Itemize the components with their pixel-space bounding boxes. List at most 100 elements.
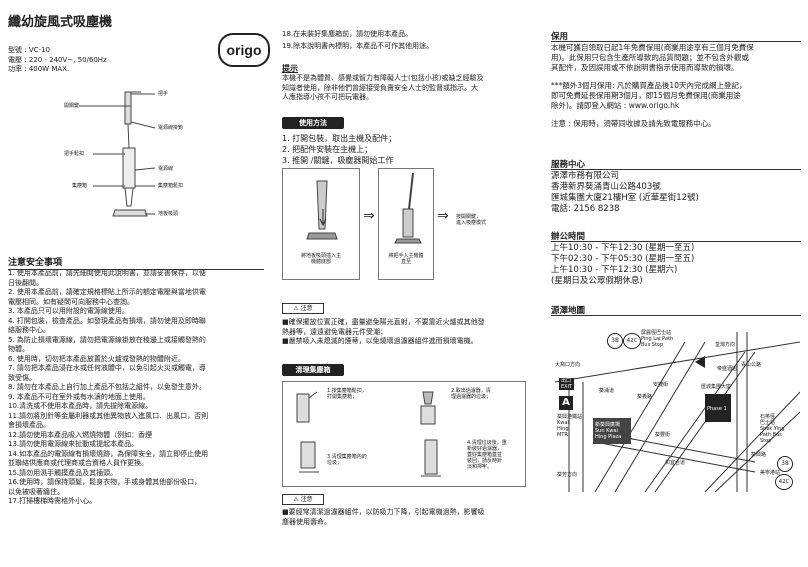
map-label: MTR — [557, 432, 568, 438]
step-text: 裝回，請反時針 — [467, 458, 503, 464]
reminder-line: 本機不是為體質、感覺或智力有障礙人士(包括小孩)或缺乏經驗及 — [282, 74, 484, 82]
exit-a-badge: A — [559, 396, 573, 410]
bus-route-38: 38 — [777, 456, 793, 472]
bus-route-42c: 42C — [775, 474, 793, 490]
safety-list: 1. 使用本產品前，請先細閱使用此說明書，並請妥善保存，以便 日後翻閱。 2. … — [8, 269, 208, 507]
list-item: 2. 使用本產品前，請確定規格標貼上所示的額定電壓與當地供電 — [8, 288, 206, 296]
spec-model: 型號 : VC-10 — [8, 46, 50, 54]
step-text: 蓋好集塵箱蓋並 — [467, 452, 503, 458]
filter-replace-illustration — [421, 439, 441, 477]
map-label: Shek Ying — [760, 426, 785, 432]
service-line: 電話: 2156 8238 — [551, 204, 620, 214]
label-grip-release: 把手鬆扣 — [64, 151, 85, 157]
extra-safety: 18.在未裝好集塵箱前，請勿使用本產品。 19.除本說明書內標明，本產品不可作其… — [282, 30, 433, 51]
warranty-heading: 保用 — [551, 30, 801, 42]
map-label: 石英徑 — [760, 414, 776, 420]
cleaning-heading: 清理集塵箱 — [282, 364, 344, 376]
map-label: Hing — [557, 426, 569, 432]
step-text: 理過濾器的垃圾； — [451, 394, 492, 400]
list-item: 10.清洗或不使用本產品時，請先拔除電源線。 — [8, 402, 153, 410]
service-line: 源澤市務有限公司 — [551, 171, 620, 181]
map-roads — [555, 332, 800, 492]
fig-caption: 將把手入主機體 — [388, 253, 424, 259]
caution-line: ■嚴禁吸入未熄滅的煙蒂，以免燒壞過濾器組件進而損壞電機。 — [282, 337, 478, 345]
dust-box-empty-illustration — [299, 441, 319, 473]
hours-rule — [551, 241, 801, 242]
product-diagram — [79, 91, 156, 217]
list-item: 5. 為防止損壞電源線，請勿把電源線掛放在稜邊上或接觸發熱的 — [8, 335, 206, 344]
list-item: 日後翻閱。 — [8, 278, 43, 287]
step-text: 3.清理集塵箱內的 — [327, 454, 367, 460]
map-rule — [551, 315, 801, 316]
caution-badge: ⚠ 注意 — [282, 303, 324, 314]
map-heading: 源澤地圖 — [551, 306, 586, 316]
usage-figure-1: 將地板吸頭插入主 機體底部 — [282, 168, 360, 280]
warranty-text: 本機可獲自領取日起1年免費保用(商業用途享有三個月免費保 用)。此保用只包含生產… — [551, 43, 754, 129]
map-label: 巴士站 — [760, 420, 776, 426]
caution-text: ■確保擺放位置正確，盡量避免陽光直射，不要靠近火爐或其他發 熱器等，遠遠避免電器… — [282, 318, 485, 347]
mtr-exit-badge: 出口 EXIT — [559, 378, 575, 390]
fig-caption: 直至 — [400, 259, 411, 265]
step-text: 打開集塵箱； — [327, 394, 358, 400]
map-label: EXIT — [561, 384, 573, 390]
map-label: 帝盛酒店 — [717, 366, 738, 372]
step-text: 2.取出過濾器，清 — [451, 388, 491, 394]
map-label: 青山公路 — [741, 362, 762, 368]
cleaning-step-4: 4.清理垃圾後，重 新裝好過濾器， 蓋好集塵箱蓋並 裝回，請反時針 淡和擰牢。 — [467, 440, 507, 470]
label-floor-nozzle: 地板吸頭 — [158, 211, 179, 217]
cleaning-step-1: 1.按集塵箱鬆扣， 打開集塵箱； — [327, 388, 367, 400]
origo-logo: origo — [218, 33, 270, 67]
spec-voltage: 電壓 : 220 - 240V~, 50/60Hz — [8, 55, 107, 64]
map-label: Stop — [760, 438, 772, 444]
service-heading: 服務中心 — [551, 160, 586, 170]
cleaning-caution-badge: ⚠ 注意 — [282, 494, 324, 505]
bus-route-42c: 42C — [623, 333, 641, 349]
handle-insert-illustration — [394, 172, 422, 244]
service-line: 匯城集團大廈21樓H室 (近華星街12號) — [551, 193, 699, 203]
note-line: 塵器使用壽命。 — [282, 517, 331, 526]
list-item: 11.請勿將別針等金屬利器或其他異物放入進風口、出風口，否則 — [8, 411, 209, 420]
map-label: Bus Stop — [641, 342, 664, 348]
step-text: 垃圾； — [327, 460, 343, 466]
map-label: 葵豐街 — [655, 432, 671, 438]
list-item: 3. 本產品只可以用附設的電源線使用。 — [8, 307, 129, 315]
list-item: 4. 打開包裝，檢查產品。如發現產品有損壞，請勿使用及即時聯 — [8, 316, 206, 325]
warranty-line: 用)。此保用只包含生產所導致的品質問題；並不包含外觀或 — [551, 53, 749, 62]
hours-line: 上午10:30 - 下午12:30 (星期一至五) — [551, 243, 695, 253]
warranty-line: 除外)。請即登入網站 : www.origo.hk — [551, 101, 680, 110]
safety-heading: 注意安全事項 — [8, 255, 264, 270]
cleaning-note: ■要經常清潔過濾器組件，以防吸力下降，引起電機過熱，影響吸 塵器使用壽命。 — [282, 508, 485, 527]
list-item: 9. 本產品不可在室外或有水濆的地面上使用。 — [8, 392, 150, 401]
service-line: 香港新界葵涌青山公路403號 — [551, 182, 661, 192]
fig-caption: 機體底部 — [310, 259, 331, 265]
caution-line: 熱器等，遠遠避免電器元件受潮； — [282, 327, 387, 336]
nozzle-attach-illustration — [306, 180, 338, 240]
hours-line: 上午10:30 - 下午12:30 (星期六) — [551, 265, 678, 275]
arrow-right-icon: ⇒ — [437, 208, 449, 224]
usage-steps: 1. 打開包裝，取出主機及配件； 2. 把配件安裝在主機上； 3. 推開 /關鍵… — [282, 133, 396, 166]
reminder-line: 知識者使用，除非他們曾經接受負責安全人士的監督或指示。大 — [282, 83, 478, 92]
bus-route-38: 38 — [607, 333, 623, 349]
reminder-line: 人應指導小孩不可把玩電器。 — [282, 93, 373, 101]
usage-step: 2. 把配件安裝在主機上； — [282, 145, 373, 154]
list-item: 13.請勿使用電源線來扯動或提起本產品。 — [8, 440, 139, 448]
list-item: 19.除本說明書內標明，本產品不可作其他用途。 — [282, 41, 434, 50]
list-item: 18.在未裝好集塵箱前，請勿使用本產品。 — [282, 30, 413, 38]
kwai-hing-mtr: 葵興港鐵站 Kwai Hing MTR — [557, 414, 582, 438]
cleaning-step-2: 2.取出過濾器，清 理過濾器的垃圾； — [451, 388, 491, 400]
map-label: 安捷街 — [653, 382, 669, 388]
warranty-line: 即可免費延長保用期3個月，即15個月免費保用(商業用途 — [551, 91, 741, 100]
list-item: 17.打掃樓梯時需格外小心。 — [8, 497, 97, 505]
reminder-heading: 提示 — [282, 64, 298, 73]
hours-heading: 辦公時間 — [551, 232, 586, 242]
caution-line: ■確保擺放位置正確，盡量避免陽光直射，不要靠近火爐或其他發 — [282, 318, 485, 326]
warranty-rule — [551, 41, 801, 42]
usage-step: 3. 推開 /關鍵，吸塵器開始工作 — [282, 156, 394, 165]
list-item: 12.請勿使用本產品吸入燃燒物體（例如：香煙 — [8, 430, 153, 439]
list-item: 致受傷。 — [8, 373, 36, 382]
list-item: 電壓相同。如有疑問可向服務中心查詢。 — [8, 297, 134, 306]
arrow-right-icon: ⇒ — [363, 208, 375, 224]
map-label: Sun Kwai — [595, 428, 618, 434]
usage-figure-2: 將把手入主機體 直至 — [378, 168, 434, 280]
list-item: 物體。 — [8, 345, 29, 353]
